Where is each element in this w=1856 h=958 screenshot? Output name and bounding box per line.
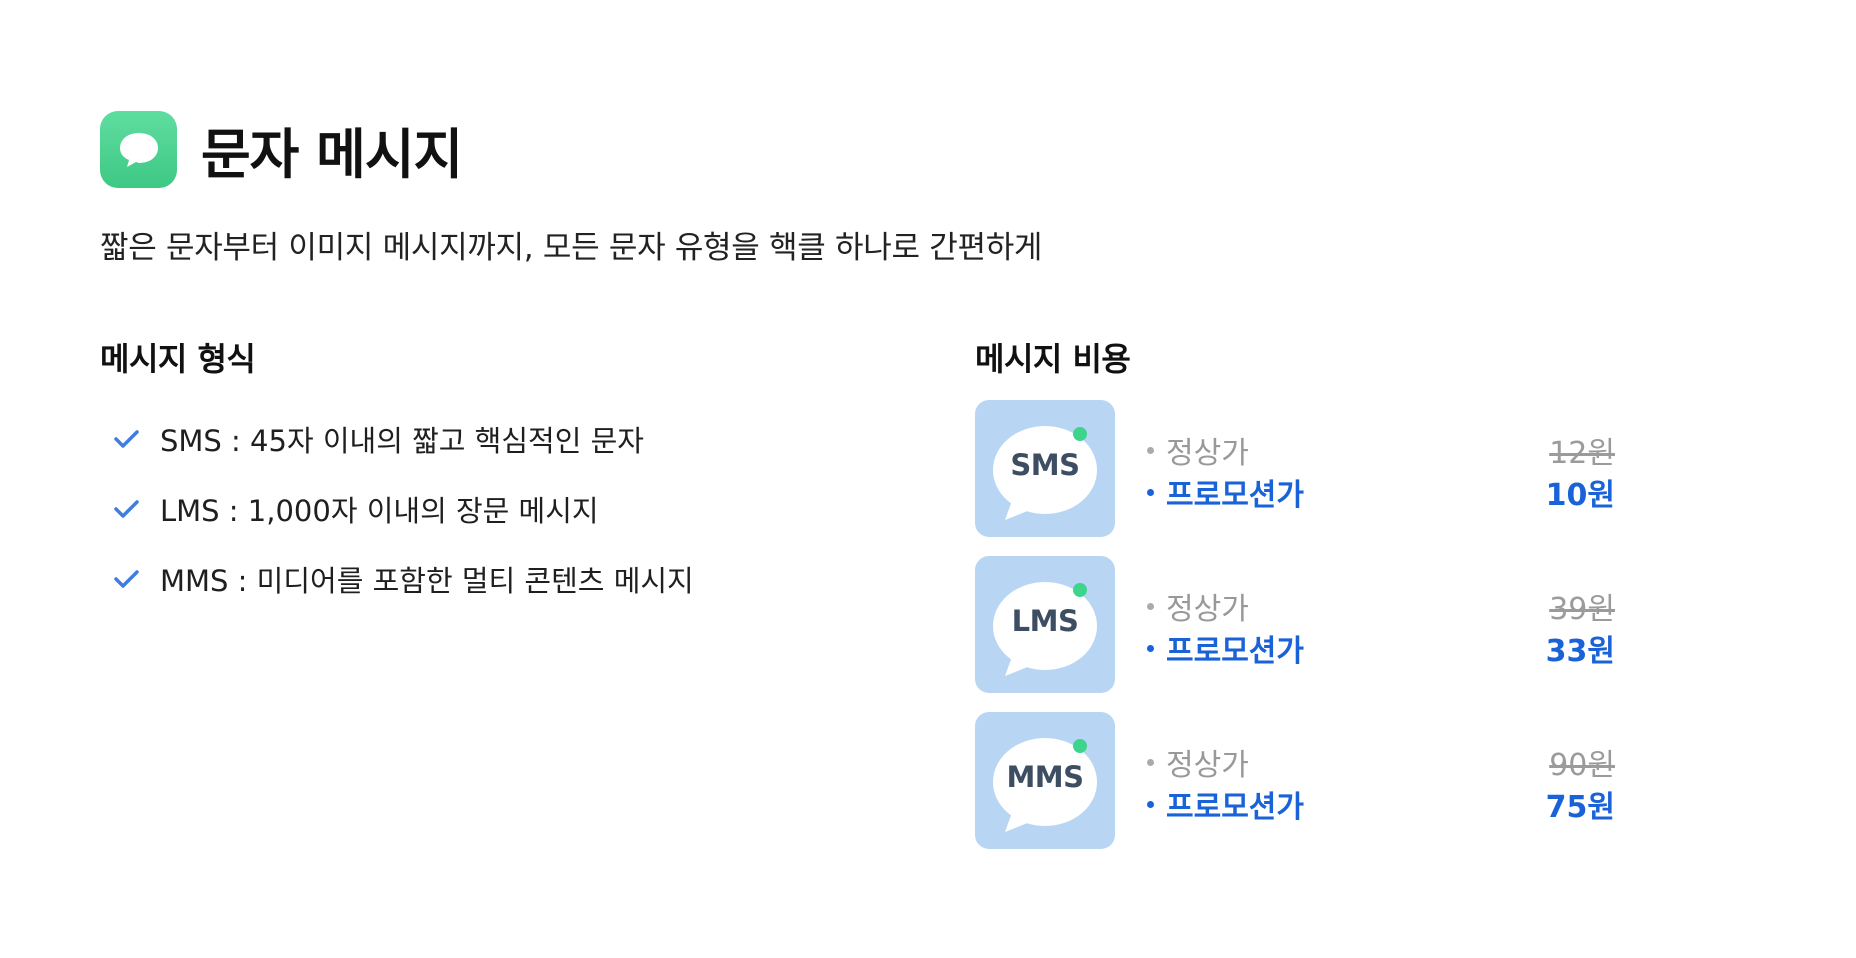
bullet xyxy=(1147,446,1154,454)
bullet xyxy=(1147,644,1154,652)
chat-bubble-icon xyxy=(993,582,1097,676)
page-title: 문자 메시지 xyxy=(201,123,463,186)
price-row-sms: SMS 정상가 12원 프로모션가 10원 xyxy=(975,400,1615,538)
bullet xyxy=(1147,602,1154,610)
check-icon xyxy=(110,493,142,525)
price-row-mms: MMS 정상가 90원 프로모션가 75원 xyxy=(975,712,1615,850)
list-item: MMS : 미디어를 포함한 멀티 콘텐츠 메시지 xyxy=(110,544,694,614)
type-label: SMS : 45자 이내의 짧고 핵심적인 문자 xyxy=(160,424,644,458)
check-icon xyxy=(110,563,142,595)
promo-price-label: 프로모션가 xyxy=(1147,782,1304,826)
promo-price: 10원 xyxy=(1545,478,1615,513)
type-label: LMS : 1,000자 이내의 장문 메시지 xyxy=(160,494,599,528)
regular-price-label: 정상가 xyxy=(1147,740,1249,784)
check-icon xyxy=(110,423,142,455)
header: 문자 메시지 xyxy=(100,110,463,189)
bullet xyxy=(1147,758,1154,766)
regular-price: 90원 xyxy=(1549,748,1615,783)
regular-price: 12원 xyxy=(1549,436,1615,471)
type-list: SMS : 45자 이내의 짧고 핵심적인 문자 LMS : 1,000자 이내… xyxy=(110,404,694,614)
message-type-thumbnail: SMS xyxy=(975,400,1115,537)
message-type-thumbnail: LMS xyxy=(975,556,1115,693)
promo-price: 75원 xyxy=(1545,790,1615,825)
promo-price-label: 프로모션가 xyxy=(1147,470,1304,514)
list-item: LMS : 1,000자 이내의 장문 메시지 xyxy=(110,474,694,544)
types-section-title: 메시지 형식 xyxy=(100,340,256,378)
message-type-name: LMS xyxy=(1011,604,1079,638)
promo-price: 33원 xyxy=(1545,634,1615,669)
bullet xyxy=(1147,800,1154,808)
price-row-lms: LMS 정상가 39원 프로모션가 33원 xyxy=(975,556,1615,694)
chat-bubble-icon xyxy=(993,738,1097,832)
regular-price-label: 정상가 xyxy=(1147,428,1249,472)
message-type-name: MMS xyxy=(1006,760,1084,794)
type-label: MMS : 미디어를 포함한 멀티 콘텐츠 메시지 xyxy=(160,564,694,598)
list-item: SMS : 45자 이내의 짧고 핵심적인 문자 xyxy=(110,404,694,474)
regular-price-label: 정상가 xyxy=(1147,584,1249,628)
page-subtitle: 짧은 문자부터 이미지 메시지까지, 모든 문자 유형을 핵클 하나로 간편하게 xyxy=(100,230,1043,266)
chat-bubble-icon xyxy=(993,426,1097,520)
bullet xyxy=(1147,488,1154,496)
promo-price-label: 프로모션가 xyxy=(1147,626,1304,670)
regular-price: 39원 xyxy=(1549,592,1615,627)
message-type-thumbnail: MMS xyxy=(975,712,1115,849)
speech-bubble-icon xyxy=(100,111,177,188)
message-type-name: SMS xyxy=(1010,448,1080,482)
cost-section-title: 메시지 비용 xyxy=(975,340,1131,378)
